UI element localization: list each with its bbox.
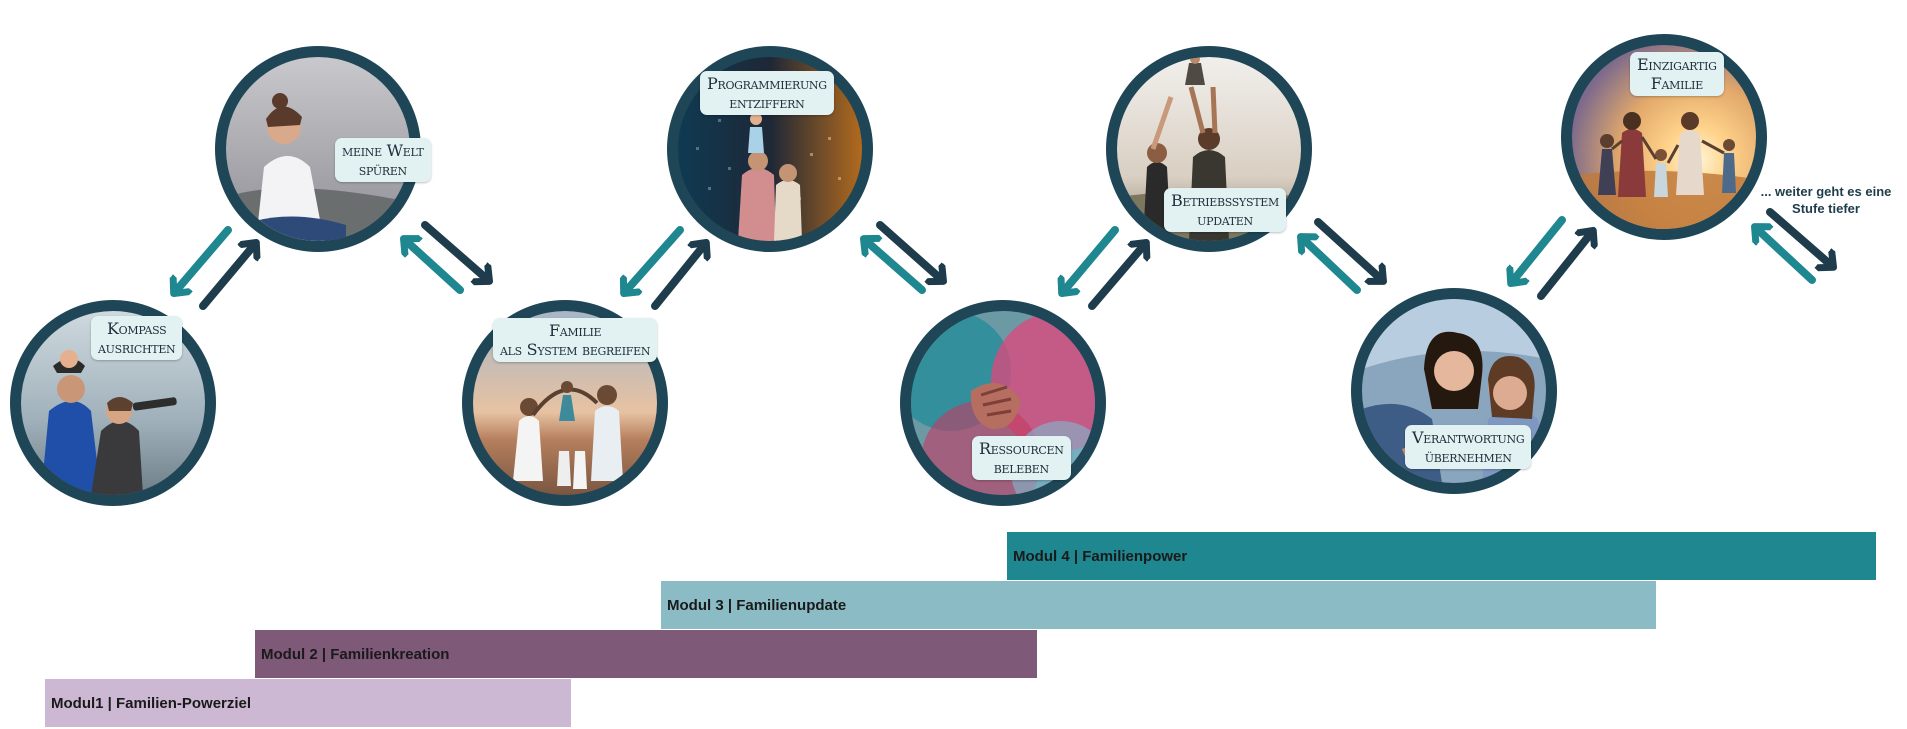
arrow-down-5 <box>1063 226 1119 292</box>
arrow-back-8 <box>1756 228 1816 284</box>
module-bar-4[interactable]: Modul 4 | Familienpower <box>1007 532 1876 580</box>
arrow-down-1 <box>175 226 232 292</box>
step-betriebssystem-updaten <box>1106 46 1312 252</box>
step-label-2: meine Welt spüren <box>335 138 431 182</box>
module-label-2: Modul 2 | Familienkreation <box>261 645 450 663</box>
arrow-up-3 <box>651 244 705 310</box>
module-label-4: Modul 4 | Familienpower <box>1013 547 1188 565</box>
step-label-6: Betriebssystem updaten <box>1164 188 1286 232</box>
continuation-note: ... weiter geht es eine Stufe tiefer <box>1760 184 1892 216</box>
arrow-up-1 <box>199 244 255 310</box>
arrow-forward-4 <box>876 221 942 280</box>
step-label-4: Programmierung entziffern <box>700 71 834 115</box>
arrow-up-5 <box>1088 244 1145 310</box>
arrow-up-7 <box>1537 232 1592 300</box>
arrow-back-6 <box>1302 238 1361 294</box>
step-label-3: Familie als System begreifen <box>493 318 658 362</box>
module-bar-3[interactable]: Modul 3 | Familienupdate <box>661 581 1656 629</box>
arrow-down-3 <box>625 226 684 292</box>
arrow-forward-6 <box>1314 218 1382 280</box>
module-bar-2[interactable]: Modul 2 | Familienkreation <box>255 630 1037 678</box>
module-bar-1[interactable]: Modul1 | Familien-Powerziel <box>45 679 571 727</box>
step-label-7: Verantwortung übernehmen <box>1405 425 1532 469</box>
module-label-1: Modul1 | Familien-Powerziel <box>51 694 252 712</box>
module-label-3: Modul 3 | Familienupdate <box>667 596 847 614</box>
arrow-back-2 <box>405 240 464 294</box>
step-label-8: Einzigartig Familie <box>1630 52 1724 96</box>
arrow-down-7 <box>1512 216 1566 282</box>
step-label-5: Ressourcen beleben <box>972 436 1071 480</box>
arrow-forward-2 <box>421 221 488 280</box>
arrow-forward-8 <box>1766 208 1832 266</box>
arrow-back-4 <box>865 240 926 294</box>
step-label-1: Kompass ausrichten <box>91 316 183 360</box>
